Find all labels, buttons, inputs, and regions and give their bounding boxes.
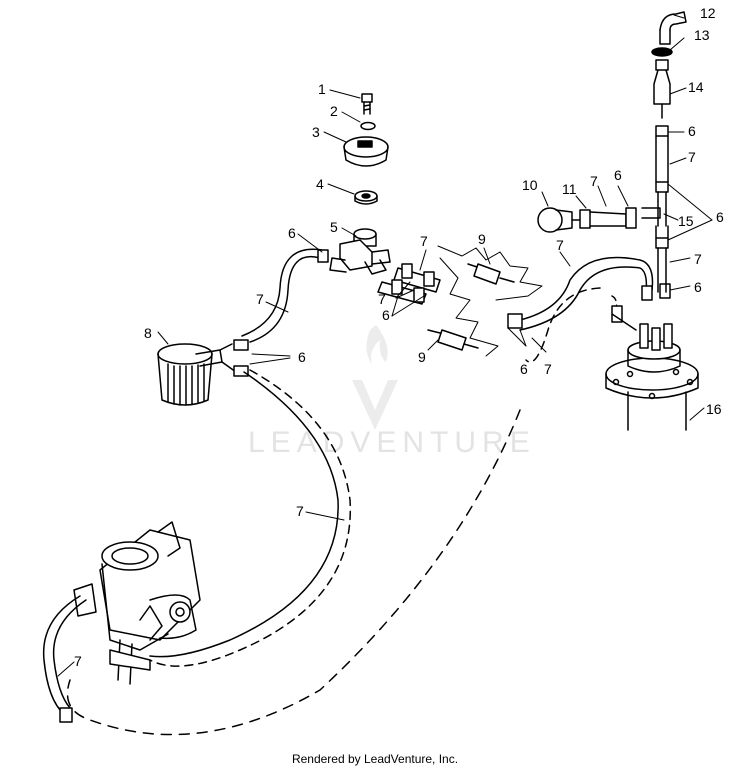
callout-6: 6 — [520, 361, 528, 377]
inline-fuel-filter-lower — [427, 329, 479, 351]
callout-7: 7 — [420, 233, 428, 249]
valve-cap-part — [343, 136, 389, 167]
callout-7: 7 — [296, 503, 304, 519]
callout-8: 8 — [144, 325, 152, 341]
fuel-hose-dashed-tank — [525, 287, 601, 363]
short-hose-assembly — [377, 263, 441, 305]
render-credit: Rendered by LeadVenture, Inc. — [291, 752, 459, 766]
fuel-hose-carb-edge — [149, 371, 339, 658]
callout-7: 7 — [74, 653, 82, 669]
vent-hose-carb-edge — [52, 599, 87, 709]
fuel-hose-dashed-return — [66, 409, 521, 736]
fuel-hose-dashed-stub — [611, 295, 618, 319]
callout-6: 6 — [288, 225, 296, 241]
break-line-lower — [439, 257, 499, 357]
callout-12: 12 — [700, 5, 716, 21]
hose-clamp — [317, 249, 329, 263]
callout-16: 16 — [706, 401, 722, 417]
callout-labels: 1 2 3 4 5 6 7 8 6 7 7 6 9 9 7 6 7 10 11 … — [74, 5, 724, 669]
inline-fuel-filter-upper — [467, 263, 515, 285]
vent-line-assembly — [641, 11, 687, 293]
shutoff-valve-part — [329, 228, 391, 275]
callout-3: 3 — [312, 124, 320, 140]
hose-clamp — [233, 339, 249, 351]
watermark-logo: LEADVENTURE — [248, 325, 536, 459]
fuel-tank-part — [605, 305, 699, 431]
fuel-filter-part — [157, 343, 237, 406]
callout-11: 11 — [562, 181, 577, 197]
carburetor-part — [73, 521, 201, 685]
callout-4: 4 — [316, 176, 324, 192]
fuel-hose-tank-upper — [519, 256, 654, 321]
callout-7: 7 — [688, 149, 696, 165]
callout-7: 7 — [256, 291, 264, 307]
callout-6: 6 — [716, 209, 724, 225]
hose-clamp — [233, 365, 249, 377]
callout-6: 6 — [382, 307, 390, 323]
break-line-upper — [437, 245, 543, 301]
callout-6: 6 — [688, 123, 696, 139]
callout-10: 10 — [522, 177, 538, 193]
callout-14: 14 — [688, 79, 704, 95]
callout-7: 7 — [694, 251, 702, 267]
callout-13: 13 — [694, 27, 710, 43]
fuel-hose-tank-lower — [519, 266, 648, 331]
fuel-hose-upper-left — [249, 256, 321, 343]
vent-hose-carb — [42, 595, 81, 715]
nut-part — [354, 190, 378, 205]
callout-15: 15 — [678, 213, 694, 229]
hose-clamp — [659, 283, 671, 299]
hose-end-clamp — [59, 707, 73, 723]
callout-7: 7 — [544, 361, 552, 377]
fuel-hose-dashed-carb — [149, 369, 352, 667]
callout-1: 1 — [318, 81, 326, 97]
screw-part — [361, 93, 373, 115]
callout-7: 7 — [556, 237, 564, 253]
hose-clamp — [641, 285, 653, 301]
washer-part — [360, 121, 376, 131]
callout-5: 5 — [330, 219, 338, 235]
callout-6: 6 — [614, 167, 622, 183]
watermark-text: LEADVENTURE — [248, 426, 536, 459]
callout-7: 7 — [378, 291, 386, 307]
hose-clamp — [507, 313, 523, 329]
callout-2: 2 — [330, 103, 338, 119]
fuel-hose-upper-left-edge — [241, 248, 323, 337]
vent-filter-part — [537, 207, 581, 233]
callout-6: 6 — [298, 349, 306, 365]
callout-9: 9 — [418, 349, 426, 365]
callout-6: 6 — [694, 279, 702, 295]
callout-9: 9 — [478, 231, 486, 247]
vent-hose-part — [579, 207, 637, 229]
callout-7: 7 — [590, 173, 598, 189]
leader-lines — [57, 14, 713, 677]
